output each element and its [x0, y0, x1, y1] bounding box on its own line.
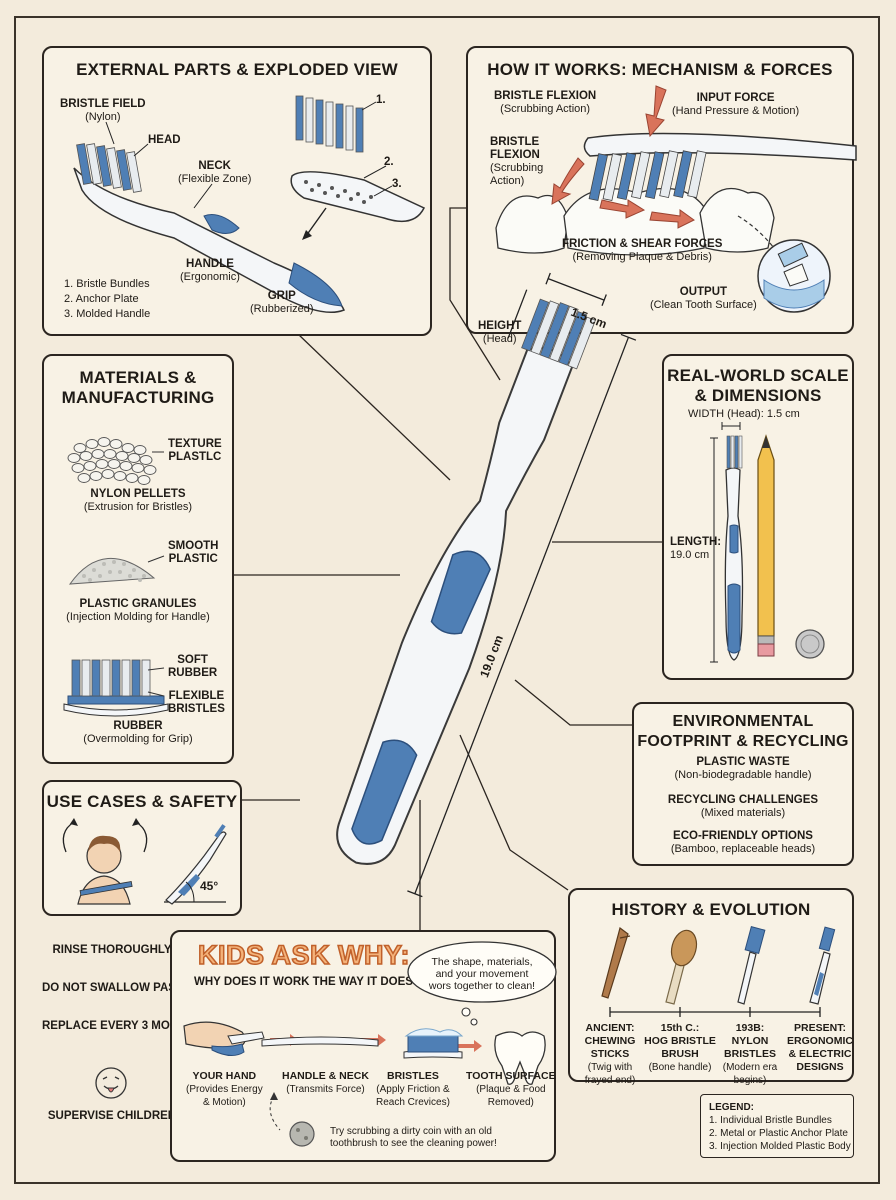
- legend-item: 2. Metal or Plastic Anchor Plate: [709, 1128, 848, 1139]
- chewing-stick: [601, 926, 629, 999]
- angle-diagram: [164, 824, 227, 905]
- materials-illustration: [63, 437, 169, 717]
- scale-panel: REAL-WORLD SCALE& DIMENSIONS WIDTH (Head…: [662, 354, 854, 680]
- legend-box: LEGEND: 1. Individual Bristle Bundles 2.…: [700, 1094, 854, 1158]
- plastic-granules: [68, 557, 156, 585]
- head-label: HEAD: [148, 134, 181, 146]
- env-item-eco-options: ECO-FRIENDLY OPTIONS(Bamboo, replaceable…: [670, 830, 816, 855]
- length-label: LENGTH:19.0 cm: [670, 536, 722, 561]
- center-grip-lower: [351, 739, 418, 845]
- no-swallow-face-icon: [95, 1067, 127, 1099]
- legend-title: LEGEND:: [709, 1102, 754, 1113]
- use-cases-illustration: [62, 818, 227, 905]
- friction-forces-label: FRICTION & SHEAR FORCES(Removing Plaque …: [562, 238, 723, 263]
- height-head-label: HEIGHT(Head): [478, 320, 522, 345]
- exploded-number-1: 1.: [376, 94, 386, 106]
- thought-bubble: [407, 941, 557, 1026]
- rubber-label: RUBBER(Overmolding for Grip): [83, 720, 193, 745]
- bristles-with-paste: [403, 1028, 464, 1059]
- neck-label: NECK(Flexible Zone): [178, 160, 252, 185]
- coin: [795, 629, 825, 659]
- external-parts-title: EXTERNAL PARTS & EXPLODED VIEW: [76, 60, 398, 79]
- dirty-coin: [289, 1121, 315, 1147]
- scale-title: REAL-WORLD SCALE& DIMENSIONS: [667, 366, 849, 405]
- external-parts-panel: EXTERNAL PARTS & EXPLODED VIEW: [42, 46, 432, 336]
- width-head-label: WIDTH (Head): 1.5 cm: [688, 408, 800, 420]
- exploded-number-2: 2.: [384, 156, 394, 168]
- center-grip-upper: [430, 550, 491, 635]
- input-force-label: INPUT FORCE(Hand Pressure & Motion): [672, 92, 800, 117]
- safety-tip: SUPERVISE CHILDREN: [47, 1110, 177, 1122]
- parts-list-item: 1. Bristle Bundles: [64, 278, 150, 290]
- exploded-view-illustration: [73, 95, 426, 313]
- center-bristles: [521, 298, 596, 370]
- parts-list-item: 3. Molded Handle: [64, 308, 151, 320]
- output-label: OUTPUT(Clean Tooth Surface): [650, 286, 757, 311]
- hand-holding-brush: [183, 1021, 265, 1056]
- plastic-granules-label: PLASTIC GRANULES(Injection Molding for H…: [66, 598, 210, 623]
- angle-label: 45°: [200, 879, 219, 893]
- handle-label: HANDLE(Ergonomic): [180, 258, 240, 283]
- legend-item: 1. Individual Bristle Bundles: [709, 1115, 832, 1126]
- rubber-bristle-sample: [63, 659, 169, 717]
- kids-title: KIDS ASK WHY:: [197, 939, 410, 971]
- scale-illustration: [710, 422, 825, 663]
- exploded-number-3: 3.: [392, 178, 402, 190]
- grip-label: GRIP(Rubberized): [250, 290, 314, 315]
- materials-title: MATERIALS &MANUFACTURING: [61, 368, 215, 407]
- kids-illustration: [183, 941, 557, 1147]
- kids-ask-why-panel: KIDS ASK WHY: WHY DOES IT WORK THE WAY I…: [170, 930, 557, 1162]
- use-cases-title: USE CASES & SAFETY: [46, 792, 238, 811]
- use-cases-panel: USE CASES & SAFETY 45°: [42, 780, 242, 916]
- step-bristles: BRISTLES(Apply Friction &Reach Crevices): [376, 1070, 450, 1108]
- history-illustration: [601, 925, 836, 1017]
- legend-item: 3. Injection Molded Plastic Body: [709, 1141, 851, 1152]
- modern-brush: [809, 926, 836, 1005]
- safety-tip: DO NOT SWALLOW PASTE: [42, 982, 191, 994]
- env-item-recycling: RECYCLING CHALLENGES(Mixed materials): [667, 794, 819, 819]
- hog-bristle-brush: [665, 929, 698, 1005]
- pencil: [757, 434, 775, 637]
- history-title: HISTORY & EVOLUTION: [611, 900, 811, 919]
- step-handle-neck: HANDLE & NECK(Transmits Force): [282, 1070, 369, 1095]
- nylon-bristle-brush: [737, 925, 766, 1005]
- nylon-pellets-label: NYLON PELLETS(Extrusion for Bristles): [83, 488, 193, 513]
- bristle-field-label: BRISTLE FIELD(Nylon): [60, 98, 146, 123]
- kids-subtitle: WHY DOES IT WORK THE WAY IT DOES?: [194, 976, 420, 988]
- how-it-works-panel: HOW IT WORKS: MECHANISM & FORCES: [466, 46, 857, 334]
- safety-tip: RINSE THOROUGHLY: [52, 944, 172, 956]
- child-brushing: [62, 818, 148, 905]
- bristle-flexion-label: BRISTLE FLEXION(Scrubbing Action): [494, 90, 597, 115]
- nylon-pellets: [67, 437, 157, 485]
- outer-frame: [14, 16, 880, 1184]
- parts-list-item: 2. Anchor Plate: [64, 293, 139, 305]
- how-it-works-title: HOW IT WORKS: MECHANISM & FORCES: [487, 60, 833, 79]
- mechanism-illustration: [495, 85, 857, 313]
- env-item-plastic-waste: PLASTIC WASTE(Non-biodegradable handle): [674, 756, 812, 781]
- step-your-hand: YOUR HAND(Provides Energy& Motion): [186, 1070, 263, 1108]
- safety-tip: REPLACE EVERY 3 MONTHS: [42, 1020, 202, 1032]
- tooth-icon: [494, 1031, 546, 1085]
